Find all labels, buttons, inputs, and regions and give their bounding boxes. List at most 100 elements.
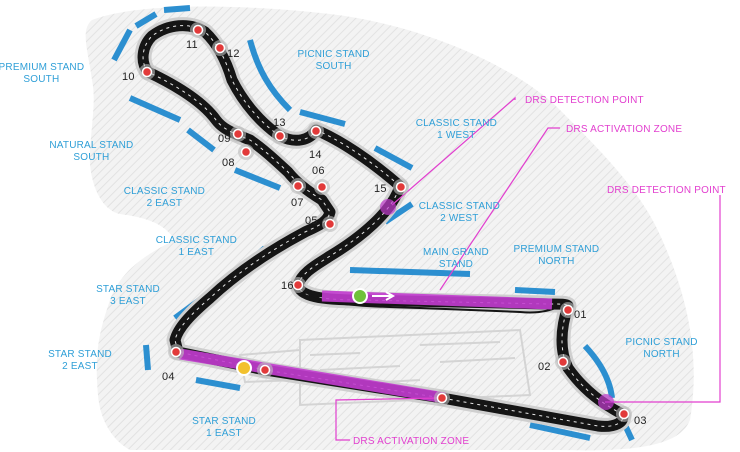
turn-number-01: 01 — [574, 309, 587, 321]
turn-number-16: 16 — [281, 280, 294, 292]
stand-label-line: PICNIC STAND — [625, 337, 697, 348]
turn-marker-icon — [618, 408, 630, 420]
turn-marker-icon — [240, 146, 252, 158]
stand-picnic-south — [247, 39, 293, 113]
stand-start-east — [529, 422, 591, 441]
drs-detection-ring-2 — [598, 394, 614, 410]
turn-marker-icon — [557, 356, 569, 368]
turn-marker-icon — [141, 66, 153, 78]
turn-marker-icon — [259, 364, 271, 376]
turn-marker-icon — [232, 128, 244, 140]
stand-premium-north — [514, 287, 556, 295]
drs-activation-label-2: DRS ACTIVATION ZONE — [353, 436, 469, 447]
stand-main-grand — [349, 267, 471, 277]
drs-detection-ring-1 — [380, 199, 396, 215]
drs-leaders — [335, 96, 721, 441]
speed-trap-marker — [236, 360, 252, 376]
stand-label-line: 2 WEST — [440, 213, 478, 224]
drs-activation-label-1: DRS ACTIVATION ZONE — [566, 124, 682, 135]
turn-number-08: 08 — [222, 157, 235, 169]
stand-premium-south-c — [163, 5, 191, 13]
turn-number-11: 11 — [186, 39, 198, 51]
stand-label-line: 1 EAST — [179, 247, 215, 258]
stand-picnic-north — [582, 343, 615, 399]
pit-lane — [299, 287, 561, 314]
turn-number-04: 04 — [162, 371, 175, 383]
stand-label-line: STAR STAND — [192, 416, 256, 427]
turn-marker-icon — [395, 181, 407, 193]
turn-number-12: 12 — [227, 48, 240, 60]
stand-classic-1-west — [373, 145, 414, 171]
stand-label-line: SOUTH — [316, 61, 352, 72]
stand-label-line: CLASSIC STAND — [419, 201, 500, 212]
start-line-icon — [352, 288, 368, 304]
turn-number-07: 07 — [291, 197, 304, 209]
turn-marker-icon — [316, 181, 328, 193]
turn-marker-icon — [214, 42, 226, 54]
turn-marker-icon — [310, 125, 322, 137]
stand-label-line: STAR STAND — [48, 349, 112, 360]
circuit-ground — [85, 6, 694, 451]
turn-marker-icon — [324, 218, 336, 230]
stand-label-line: STAND — [439, 259, 473, 270]
stand-star-2-east — [143, 344, 151, 371]
stand-label-line: 2 EAST — [62, 361, 98, 372]
stand-label-line: 1 WEST — [437, 130, 475, 141]
turn-number-03: 03 — [634, 415, 647, 427]
stand-label-line: NORTH — [538, 256, 574, 267]
stand-premium-south — [111, 28, 133, 62]
drs-detection-label-1: DRS DETECTION POINT — [525, 95, 644, 106]
stand-classic-2-east — [233, 167, 282, 191]
stand-label-line: 1 EAST — [206, 428, 242, 439]
drs-labels: DRS DETECTION POINT DRS ACTIVATION ZONE … — [353, 95, 726, 447]
drs-detection-label-2: DRS DETECTION POINT — [607, 185, 726, 196]
turn-marker-icon — [562, 304, 574, 316]
turn-number-14: 14 — [309, 149, 322, 161]
stand-picnic-south-b — [299, 109, 346, 127]
turn-number-02: 02 — [538, 361, 551, 373]
turn-number-15: 15 — [374, 183, 387, 195]
grandstands — [111, 5, 635, 442]
stand-label-line: PREMIUM STAND — [0, 62, 84, 73]
stand-label-line: 2 EAST — [147, 198, 183, 209]
turn-number-09: 09 — [218, 133, 231, 145]
stand-label-line: CLASSIC STAND — [124, 186, 205, 197]
stand-natural-south — [128, 95, 182, 123]
turn-number-10: 10 — [122, 71, 135, 83]
turn-marker-icon — [436, 392, 448, 404]
turn-number-06: 06 — [312, 165, 325, 177]
stand-label-line: PREMIUM STAND — [514, 244, 600, 255]
turn-marker-icon — [192, 24, 204, 36]
drs-zone-back-straight — [179, 348, 446, 404]
stand-label-line: SOUTH — [23, 74, 59, 85]
stand-label-line: NATURAL STAND — [49, 140, 133, 151]
turn-marker-icon — [292, 279, 304, 291]
direction-arrow-icon — [372, 291, 396, 301]
stand-label-line: PICNIC STAND — [297, 49, 369, 60]
stand-label-line: SOUTH — [73, 152, 109, 163]
turn-marker-icon — [170, 346, 182, 358]
stand-label-line: MAIN GRAND — [423, 247, 489, 258]
stand-star-1-east — [195, 377, 241, 391]
stand-label-line: NORTH — [643, 349, 679, 360]
stand-label-line: CLASSIC STAND — [156, 235, 237, 246]
turn-marker-icon — [292, 180, 304, 192]
stand-natural-south-b — [186, 127, 216, 153]
